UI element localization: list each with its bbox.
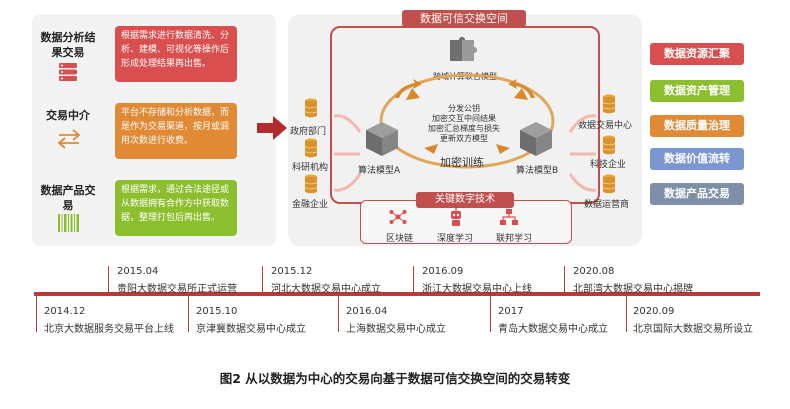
mode-desc-analysis: 根据需求进行数据清洗、分析、建模、可视化等操作后形成处理结果再出售。 [115,26,237,82]
actor-research: 科研机构 [292,163,329,173]
timeline-date: 2015.12 [271,266,313,277]
puzzle-icon [448,35,478,67]
step-encrypt-intermediate: 加密交互中间结果 [432,114,496,123]
training-cycle-diagram [372,66,562,180]
trusted-space-title: 数据可信交换空间 [402,10,526,27]
timeline-event: 北部湾大数据交易中心揭牌 [573,284,693,295]
timeline-event: 贵阳大数据交易所正式运营 [117,284,237,295]
timeline-tick [626,296,627,332]
figure-caption: 图2 从以数据为中心的交易向基于数据可信交换空间的交易转变 [219,371,571,386]
step-update-models: 更新双方模型 [440,134,488,143]
actor-finance: 金融企业 [292,200,329,210]
timeline-tick [36,296,37,332]
timeline-tick [564,266,565,292]
database-icon [304,138,318,162]
timeline-date: 2014.12 [44,306,86,317]
blockchain-icon [389,209,407,229]
timeline-event: 浙江大数据交易中心上线 [422,284,532,295]
tag-product-trade: 数据产品交易 [650,183,744,205]
database-icon [304,174,318,198]
tech-deep-learning: 深度学习 [437,234,474,244]
timeline-tick [108,266,109,292]
step-aggregate-gradient: 加密汇总梯度与损失 [428,124,500,133]
actor-government: 政府部门 [290,127,327,137]
training-steps: 分发公钥 加密交互中间结果 加密汇总梯度与损失 更新双方模型 [408,104,520,144]
model-a-cube-icon [364,120,400,162]
actor-tech-company: 科技企业 [590,160,627,170]
transition-arrow-icon [257,116,287,144]
timeline-date: 2016.04 [346,306,388,317]
timeline-date: 2015.10 [196,306,238,317]
actor-operator: 数据运营商 [584,200,630,210]
mode-title-analysis: 数据分析结果交易 [40,31,96,59]
tag-resource-aggregation: 数据资源汇聚 [650,43,744,65]
tech-blockchain: 区块链 [386,234,414,244]
federated-learning-icon [500,209,518,229]
key-tech-title: 关键数字技术 [416,192,514,208]
tech-federated-learning: 联邦学习 [496,234,533,244]
mode-title-intermediary: 交易中介 [46,109,90,122]
timeline-tick [490,296,491,332]
mode-desc-intermediary: 平台不存储和分析数据，而是作为交易渠道，按月或调用次数进行收费。 [115,103,237,159]
step-distribute-key: 分发公钥 [448,104,480,113]
right-flow-arrows [566,108,597,202]
tag-asset-management: 数据资产管理 [650,80,744,102]
left-flow-arrows [333,108,364,202]
mode-desc-product: 根据需求，通过合法途径或从数据拥有合作方中获取数据，整理打包后再出售。 [115,180,237,236]
timeline-tick [413,266,414,292]
timeline-tick [338,296,339,332]
database-icon [602,94,616,118]
server-icon [58,62,78,86]
download-arrow-icon [507,78,537,104]
encrypted-training-label: 加密训练 [440,156,484,169]
model-b-cube-icon [518,120,554,162]
timeline-axis [34,292,760,296]
database-icon [304,98,318,122]
timeline-event: 北京大数据服务交易平台上线 [44,324,174,335]
timeline-tick [188,296,189,332]
database-icon [602,174,616,198]
timeline-event: 京津冀数据交易中心成立 [196,324,306,335]
mode-title-product: 数据产品交易 [40,184,96,212]
timeline-date: 2020.08 [573,266,615,277]
model-b-label: 算法模型B [516,166,559,176]
barcode-icon [58,214,80,236]
timeline-tick [262,266,263,292]
model-a-label: 算法模型A [358,166,401,176]
actor-exchange-center: 数据交易中心 [578,121,633,131]
database-icon [602,135,616,159]
tag-quality-governance: 数据质量治理 [650,115,744,137]
upload-arrow-icon [393,78,423,104]
tag-value-flow: 数据价值流转 [650,148,744,170]
timeline-event: 上海数据交易中心成立 [346,324,446,335]
timeline-event: 北京国际大数据交易所设立 [633,324,753,335]
timeline-event: 青岛大数据交易中心成立 [498,324,608,335]
robot-icon [448,208,464,230]
timeline-event: 河北大数据交易中心成立 [271,284,381,295]
timeline-date: 2017 [498,306,524,317]
timeline-date: 2015.04 [117,266,159,277]
timeline-date: 2020.09 [633,306,675,317]
exchange-arrows-icon [56,128,82,154]
timeline-date: 2016.09 [422,266,464,277]
